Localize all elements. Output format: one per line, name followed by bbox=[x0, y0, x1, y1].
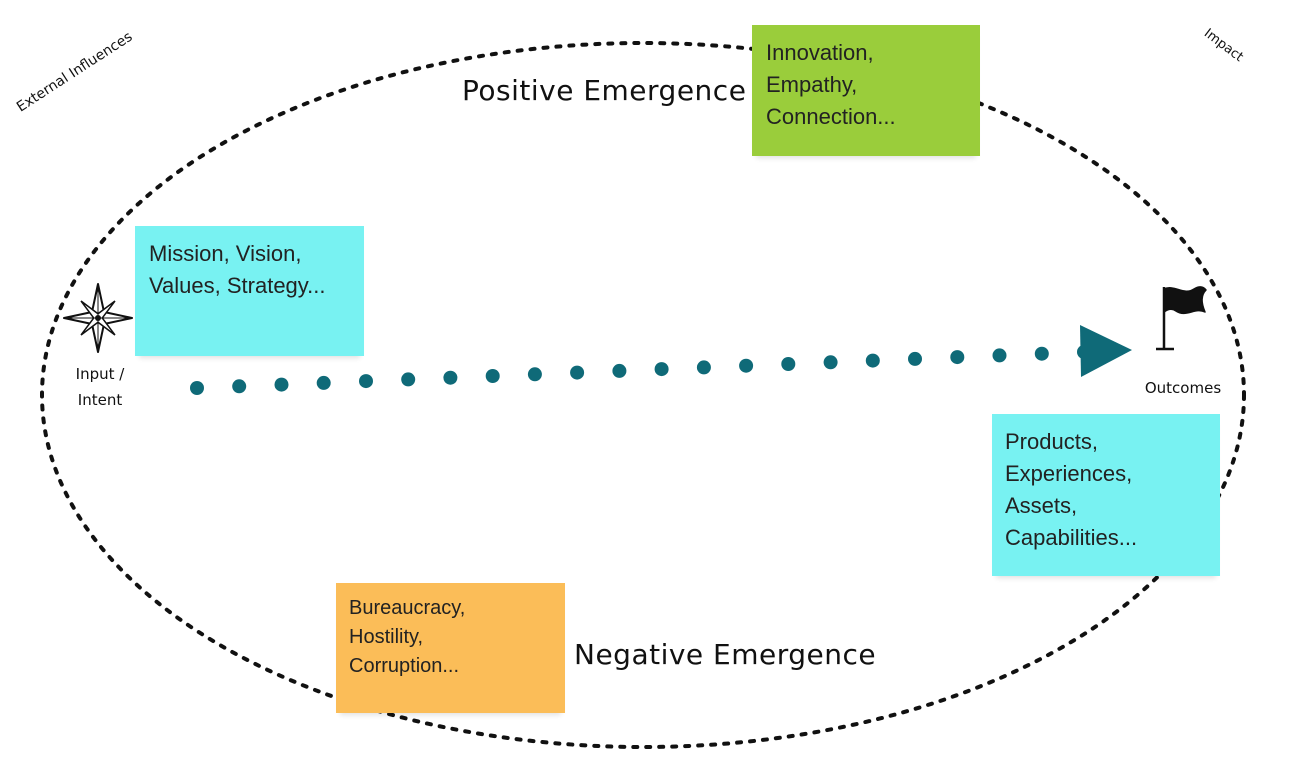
arrow-dot bbox=[570, 365, 585, 380]
note-line: Mission, Vision, bbox=[149, 241, 302, 266]
note-line: Corruption... bbox=[349, 655, 460, 677]
arrow-dot bbox=[781, 357, 796, 371]
arrow-dot bbox=[232, 379, 247, 394]
arrow-dot bbox=[950, 350, 965, 365]
arrow-dot bbox=[316, 375, 331, 390]
note-line: Innovation, bbox=[766, 40, 874, 65]
arrow-dot bbox=[527, 367, 542, 382]
arrow-dot bbox=[823, 355, 838, 370]
intent-to-outcome-arrow bbox=[190, 345, 1091, 395]
arrow-dot bbox=[612, 363, 627, 378]
outcomes-label: Outcomes bbox=[1144, 379, 1222, 397]
arrow-dot bbox=[992, 348, 1007, 363]
note-line: Products, bbox=[1005, 429, 1098, 454]
positive-emergence-label: Positive Emergence bbox=[462, 74, 747, 107]
intent-sticky-note: Mission, Vision, Values, Strategy... bbox=[135, 226, 364, 356]
arrow-dot bbox=[654, 362, 669, 377]
positive-emergence-sticky-note: Innovation, Empathy, Connection... bbox=[752, 25, 980, 156]
note-line: Empathy, bbox=[766, 72, 858, 97]
note-line: Experiences, bbox=[1005, 461, 1133, 486]
arrow-dot bbox=[401, 372, 416, 387]
note-line: Capabilities... bbox=[1005, 525, 1138, 550]
note-line: Values, Strategy... bbox=[149, 273, 326, 298]
arrow-head bbox=[1080, 325, 1132, 377]
arrow-dot bbox=[274, 377, 289, 392]
outcomes-sticky-note: Products, Experiences, Assets, Capabilit… bbox=[992, 414, 1220, 576]
negative-emergence-label: Negative Emergence bbox=[574, 638, 877, 671]
system-boundary-ellipse bbox=[40, 41, 1246, 749]
arrow-dot bbox=[908, 351, 922, 366]
arrow-dot bbox=[1034, 346, 1049, 361]
flag-icon bbox=[1156, 286, 1207, 351]
input-label-line: Input / bbox=[75, 365, 125, 383]
arrow-dot bbox=[359, 374, 373, 389]
note-line: Hostility, bbox=[349, 626, 424, 648]
arrow-dot bbox=[190, 381, 204, 395]
negative-emergence-sticky-note: Bureaucracy, Hostility, Corruption... bbox=[336, 583, 565, 713]
note-line: Bureaucracy, bbox=[349, 597, 466, 619]
arrow-dot bbox=[696, 360, 711, 375]
arrow-dot bbox=[739, 358, 754, 373]
input-label-line: Intent bbox=[77, 391, 123, 409]
note-line: Assets, bbox=[1005, 493, 1078, 518]
arrow-dot bbox=[485, 369, 500, 383]
input-intent-label: Input / Intent bbox=[60, 361, 140, 413]
arrow-dot bbox=[443, 370, 458, 385]
note-line: Connection... bbox=[766, 104, 896, 129]
compass-star-icon bbox=[63, 283, 133, 353]
arrow-dot bbox=[865, 353, 880, 368]
